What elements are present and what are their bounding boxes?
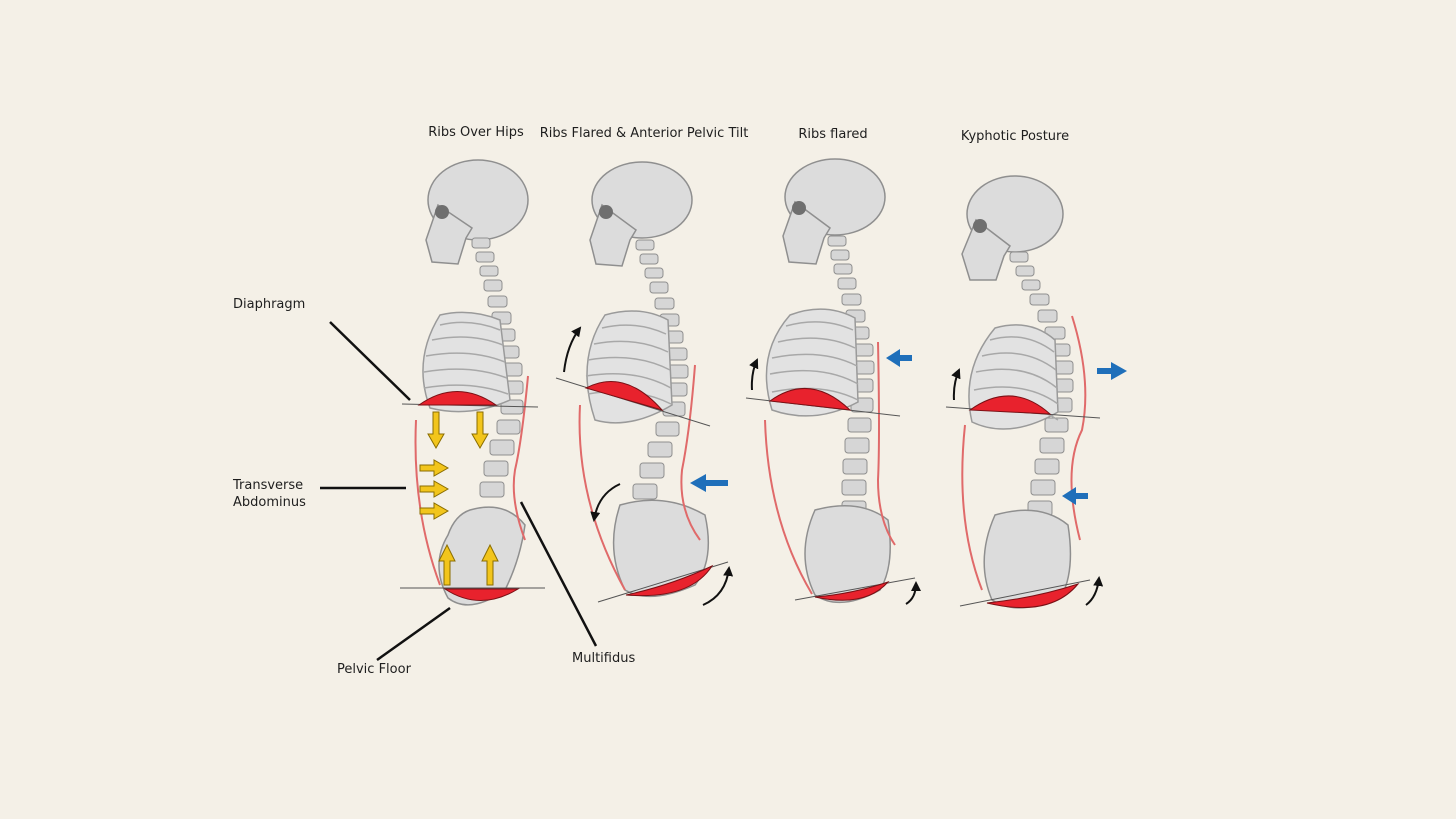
label-transverse-abdominus: Transverse Abdominus [233,478,306,510]
back-outline [512,375,529,541]
pelvic-floor-muscle [986,582,1080,609]
front-outline [764,419,813,595]
figure-ribs-over-hips [400,159,545,606]
label-diaphragm: Diaphragm [233,297,306,312]
diaphragm-muscle [768,388,852,411]
spine-icon [471,237,524,498]
skull-icon [961,175,1064,281]
pelvis-icon [612,499,710,598]
rotation-arrow-icon [1085,576,1104,606]
multifidus-leader-line [519,501,598,647]
title-ribs-flared: Ribs flared [798,127,868,142]
title-ribs-over-hips: Ribs Over Hips [428,125,524,140]
rotation-arrow-icon [590,483,621,522]
title-ribs-flared-anterior-pelvic-tilt: Ribs Flared & Anterior Pelvic Tilt [539,126,749,141]
rotation-arrow-icon [951,368,961,401]
pelvis-icon [438,506,526,606]
front-outline [414,419,441,586]
pelvic-floor-muscle [625,564,714,597]
rotation-arrow-icon [563,326,582,373]
figure-kyphotic-posture [945,175,1127,609]
label-pelvic-floor: Pelvic Floor [337,662,411,677]
diaphragm-muscle [968,395,1052,415]
ribcage-icon [422,311,511,413]
skull-icon [589,161,693,267]
diaphragm-muscle [584,381,664,411]
skull-icon [782,158,886,265]
diaphragm-muscle [417,391,498,406]
rotation-arrow-icon [905,581,921,605]
back-outline [680,364,701,541]
pelvis-icon [804,505,891,604]
title-kyphotic-posture: Kyphotic Posture [960,129,1070,144]
figure-ribs-flared-anterior-tilt [555,161,734,606]
back-outline [1070,315,1087,541]
force-arrow-icon [1062,487,1088,505]
pelvic-floor-muscle [443,588,520,601]
pelvic-floor-leader-line [376,606,451,662]
front-outline [961,424,983,591]
force-arrow-icon [1097,362,1127,380]
rotation-arrow-icon [749,358,759,391]
pelvic-floor-muscle [814,580,890,601]
ribcage-icon [765,308,859,417]
label-multifidus: Multifidus [572,651,636,666]
force-arrow-icon [690,474,728,492]
skull-icon [425,159,529,265]
force-arrow-icon [886,349,912,367]
pressure-arrow-icon [419,411,499,586]
diaphragm-leader-line [329,321,411,401]
front-outline [578,404,626,591]
rotation-arrow-icon [702,566,734,606]
figure-ribs-flared [745,158,921,605]
back-outline [876,341,896,546]
